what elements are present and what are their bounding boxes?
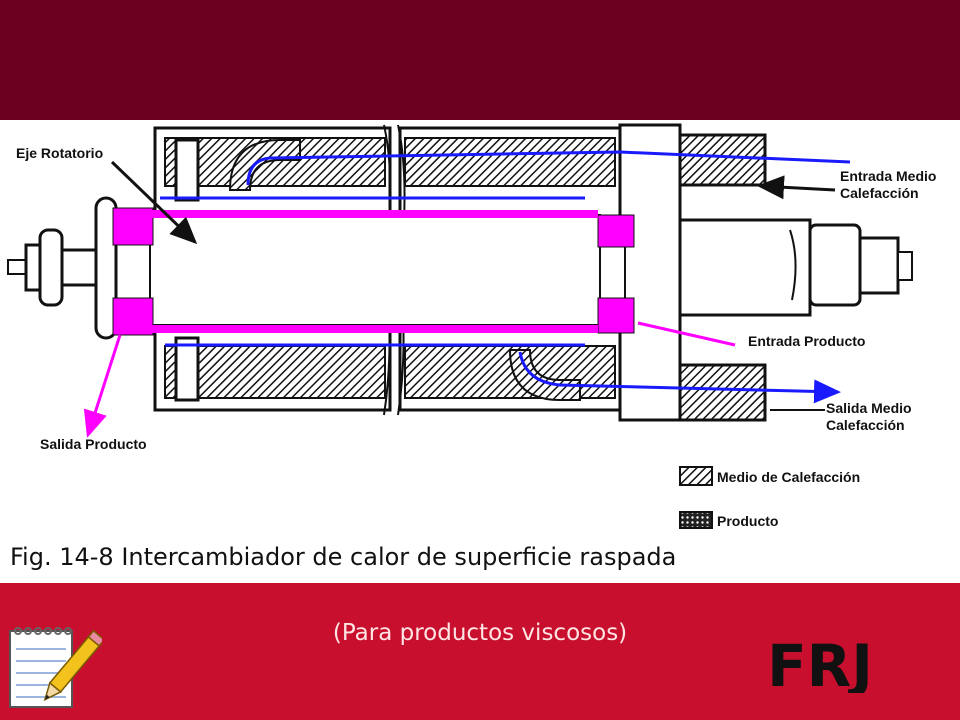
- left-shaft-end: [7, 196, 118, 340]
- svg-text:FRJ: FRJ: [767, 632, 873, 693]
- legend-product-label: Producto: [717, 513, 779, 529]
- heating-medium-swatch: [679, 466, 713, 486]
- subtitle: (Para productos viscosos): [332, 620, 628, 646]
- heat-exchanger-diagram: [7, 123, 913, 529]
- label-salida-producto: Salida Producto: [40, 436, 147, 452]
- figure-caption: Fig. 14-8 Intercambiador de calor de sup…: [10, 543, 677, 571]
- label-eje-rotatorio: Eje Rotatorio: [16, 145, 104, 161]
- heating-medium-flow: [160, 150, 851, 404]
- product-flow: [83, 207, 736, 438]
- product-swatch: [679, 511, 713, 529]
- notepad-pencil-icon[interactable]: [6, 623, 102, 715]
- footer-band: (Para productos viscosos) FRJ: [0, 583, 960, 720]
- pointer-arrows: [110, 160, 836, 411]
- label-salida-medio: Salida Medio Calefacción: [826, 400, 912, 433]
- label-entrada-producto: Entrada Producto: [748, 333, 866, 349]
- diagram-area: Eje Rotatorio Entrada Medio Calefacción …: [0, 120, 960, 540]
- legend-heating-medium-label: Medio de Calefacción: [717, 469, 861, 485]
- header-band: [0, 0, 960, 120]
- rotating-shaft: [149, 214, 601, 326]
- frj-logo: FRJ: [767, 632, 873, 693]
- label-entrada-medio: Entrada Medio Calefacción: [840, 168, 937, 201]
